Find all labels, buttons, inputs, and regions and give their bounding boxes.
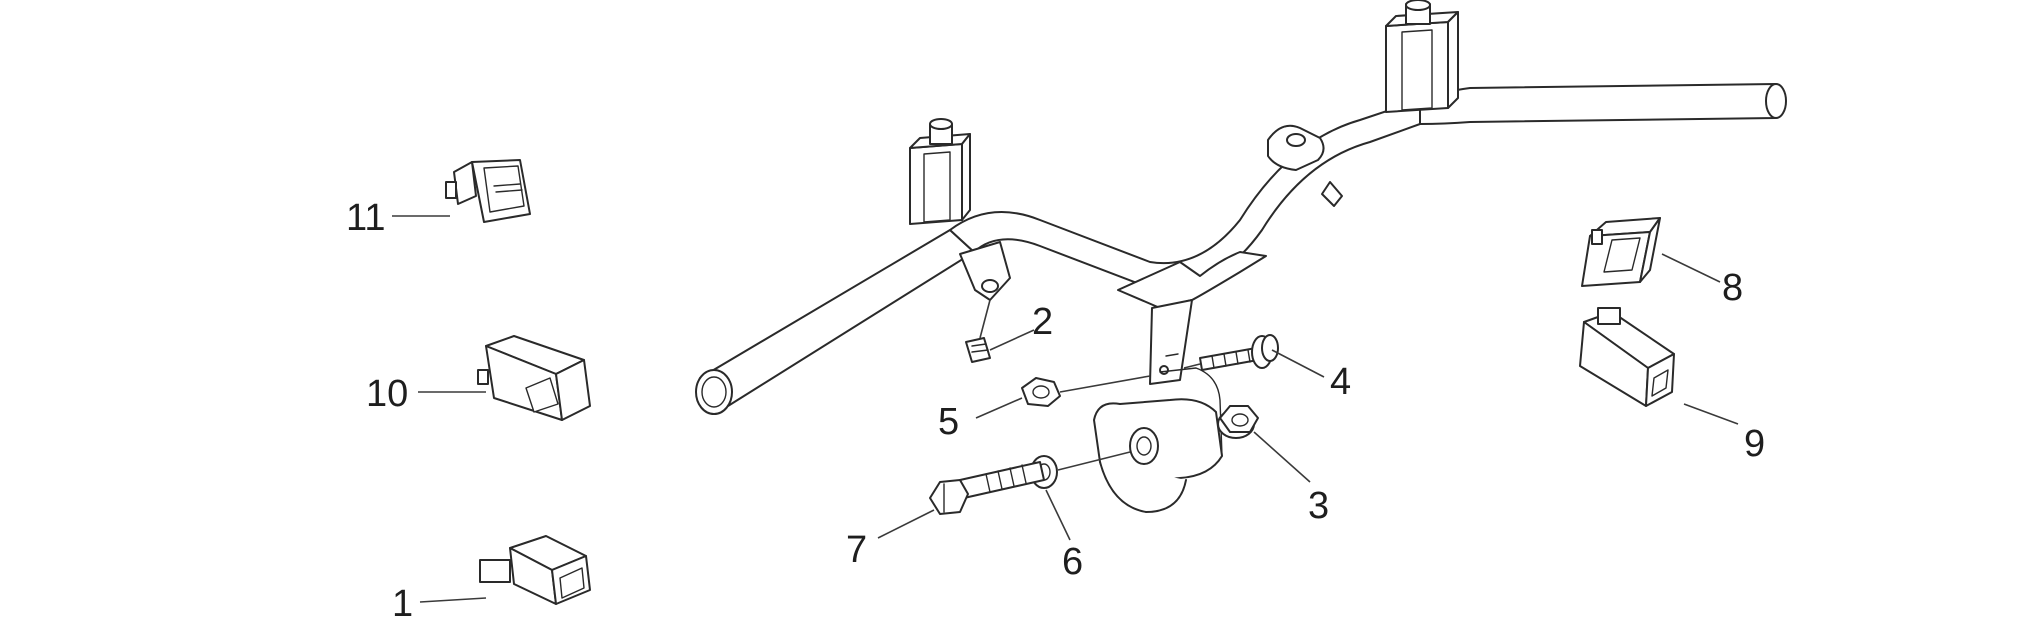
leader-4 xyxy=(1271,349,1325,378)
callout-11: 11 xyxy=(346,197,385,239)
part-8-switch xyxy=(1581,217,1661,287)
leader-5 xyxy=(975,397,1023,419)
callout-3: 3 xyxy=(1308,485,1329,527)
leader-3 xyxy=(1253,431,1311,483)
part-4-screw xyxy=(1199,334,1279,371)
part-1-switch xyxy=(479,535,591,605)
left-riser-clamp xyxy=(909,118,971,225)
leader-1 xyxy=(419,597,487,603)
leader-9 xyxy=(1683,403,1739,425)
mirror-mount-bracket xyxy=(1267,124,1343,207)
part-3-flange-nut xyxy=(1217,405,1259,439)
callout-10: 10 xyxy=(366,373,408,415)
part-11-switch xyxy=(445,159,531,223)
assembly-line-4 xyxy=(1183,363,1201,369)
part-7-bolt xyxy=(929,461,1045,515)
callout-7: 7 xyxy=(846,529,867,571)
callout-6: 6 xyxy=(1062,541,1083,583)
part-10-switch xyxy=(477,335,591,421)
leader-lines xyxy=(392,215,1739,603)
assembly-line-6 xyxy=(1057,451,1131,471)
leader-2 xyxy=(989,329,1035,351)
leader-7 xyxy=(877,509,935,539)
callout-2: 2 xyxy=(1032,301,1053,343)
callout-labels: 11 10 1 2 4 5 3 6 7 8 9 xyxy=(346,197,1765,622)
leader-6 xyxy=(1045,489,1071,541)
part-9-switch xyxy=(1579,307,1675,407)
right-riser-clamp xyxy=(1385,0,1459,113)
callout-8: 8 xyxy=(1722,267,1743,309)
leader-8 xyxy=(1661,253,1721,283)
part-2-clip-nut xyxy=(965,337,991,363)
part-5-flange-nut xyxy=(1021,377,1061,407)
assembly-line-5 xyxy=(1059,375,1151,393)
callout-5: 5 xyxy=(938,401,959,443)
left-underside-bracket xyxy=(959,241,1011,301)
callout-9: 9 xyxy=(1744,423,1765,465)
steering-stem xyxy=(1093,251,1267,513)
assembly-line-2 xyxy=(979,299,991,339)
callout-1: 1 xyxy=(392,583,413,622)
callout-4: 4 xyxy=(1330,361,1351,403)
